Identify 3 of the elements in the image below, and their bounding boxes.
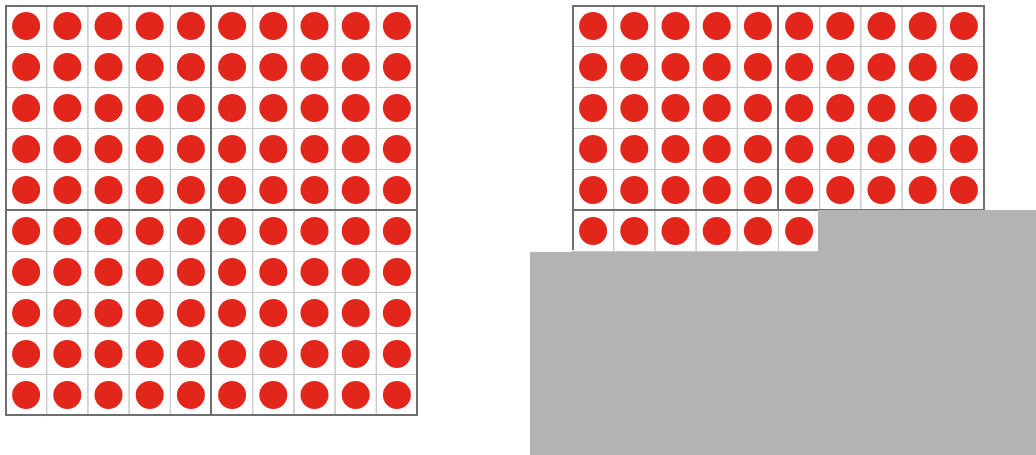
- cover-block: [530, 210, 1036, 455]
- dot-grid-drawing: [572, 5, 984, 251]
- dot-grid-drawing: [5, 5, 417, 415]
